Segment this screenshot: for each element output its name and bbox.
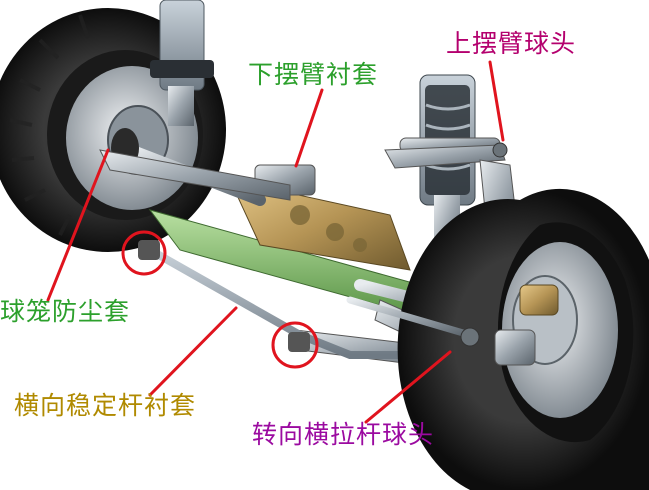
stabilizer-bar	[138, 240, 424, 359]
label-stabilizer-bushing: 横向稳定杆衬套	[14, 391, 197, 420]
label-tie-rod-ball-joint: 转向横拉杆球头	[252, 420, 435, 449]
label-lower-arm-bushing: 下摆臂衬套	[248, 60, 379, 89]
leader-lines	[46, 60, 505, 424]
label-cv-joint-boot: 球笼防尘套	[0, 297, 131, 326]
highlight-circles	[121, 230, 319, 369]
left-strut	[150, 0, 214, 126]
right-wheel	[397, 188, 649, 490]
label-upper-arm-ball-joint: 上摆臂球头	[446, 29, 577, 58]
tie-rod	[346, 296, 480, 347]
steering-rack	[148, 164, 471, 331]
